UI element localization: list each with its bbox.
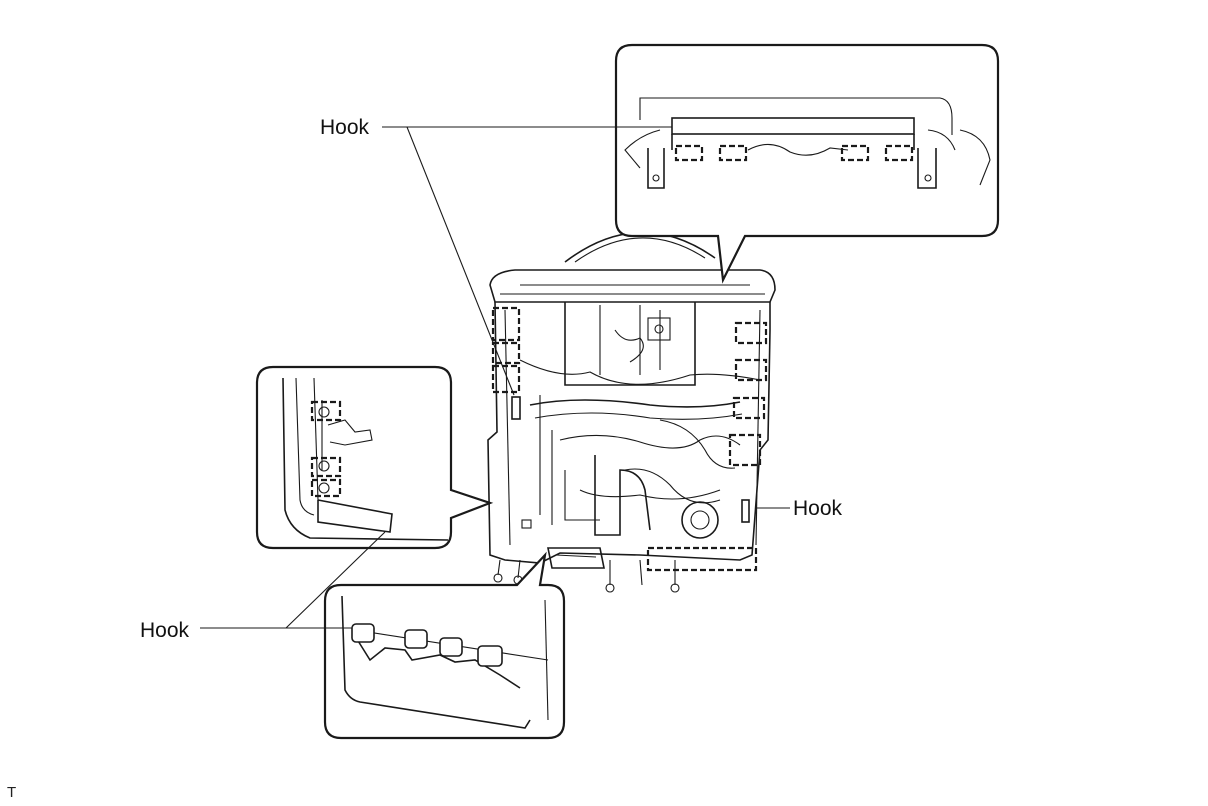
callout-left — [255, 365, 494, 550]
hook-label-top: Hook — [320, 116, 370, 139]
hook-label-bottom: Hook — [140, 619, 190, 642]
leader-lines — [200, 126, 790, 629]
corner-mark: T — [7, 784, 17, 801]
callout-bottom — [323, 551, 566, 740]
hook-label-right: Hook — [793, 497, 843, 520]
seat-assembly — [487, 231, 776, 593]
callout-top-right — [614, 43, 1000, 284]
clip-markers-main — [491, 306, 768, 572]
